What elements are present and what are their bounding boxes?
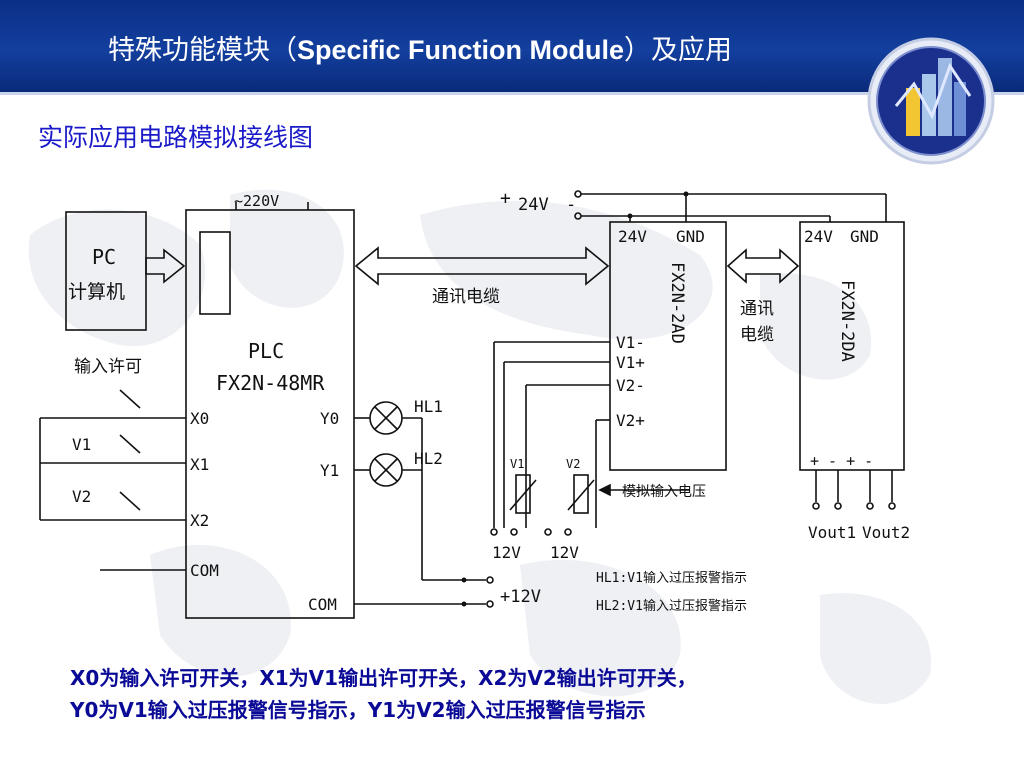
diagram-subtitle: 实际应用电路模拟接线图 <box>38 123 314 152</box>
supply-plus12v: +12V <box>500 587 541 607</box>
vout2-label: Vout2 <box>862 523 910 542</box>
supply-220v-label: ~220V <box>234 192 279 210</box>
cable2-label-line1: 通讯 <box>740 299 774 319</box>
switch-v1-label: V1 <box>72 435 91 454</box>
world-map-watermark <box>28 189 932 704</box>
input-com-label: COM <box>190 561 219 580</box>
ad-model-label: FX2N-2AD <box>667 262 687 344</box>
pc-label: PC <box>92 245 116 269</box>
description: X0为输入许可开关，X1为V1输出许可开关，X2为V2输出许可开关， Y0为V1… <box>70 662 970 726</box>
lamp-hl2-label: HL2 <box>414 449 443 468</box>
wiring-diagram: PC 计算机 ~220V PLC FX2N-48MR 输入许可 V1 V2 X0… <box>39 188 910 619</box>
cable2-label-line2: 电缆 <box>740 325 774 345</box>
input-enable-label: 输入许可 <box>74 357 142 377</box>
ad-v1-minus-label: V1- <box>616 333 645 352</box>
legend-hl2: HL2:V1输入过压报警指示 <box>596 598 747 614</box>
pot-v1-label: V1 <box>510 457 524 471</box>
output-y1-label: Y1 <box>320 461 339 480</box>
slide-title: 特殊功能模块（Specific Function Module）及应用 <box>108 28 732 67</box>
description-line2: Y0为V1输入过压报警信号指示，Y1为V2输入过压报警信号指示 <box>70 698 646 722</box>
ad-v2-minus-label: V2- <box>616 376 645 395</box>
supply-24v-minus: - <box>566 195 576 215</box>
title-english: Specific Function Module <box>297 35 625 65</box>
input-x0-label: X0 <box>190 409 209 428</box>
ad-24v-label: 24V <box>618 227 647 246</box>
plc-model-label: FX2N-48MR <box>216 371 325 395</box>
title-bar-divider <box>0 92 1024 95</box>
title-prefix: 特殊功能模块（ <box>108 35 297 66</box>
supply-12v-a: 12V <box>492 543 521 562</box>
supply-24v-plus: + <box>500 188 511 209</box>
lamp-hl1-label: HL1 <box>414 397 443 416</box>
pc-computer-label: 计算机 <box>68 281 125 303</box>
analog-input-label: 模拟输入电压 <box>622 484 706 500</box>
vout1-label: Vout1 <box>808 523 856 542</box>
cable1-label: 通讯电缆 <box>432 287 500 307</box>
description-line1: X0为输入许可开关，X1为V1输出许可开关，X2为V2输出许可开关， <box>70 666 697 690</box>
title-suffix: ）及应用 <box>624 35 733 66</box>
plc-label: PLC <box>248 339 284 363</box>
da-model-label: FX2N-2DA <box>837 280 857 362</box>
legend-hl1: HL1:V1输入过压报警指示 <box>596 570 747 586</box>
supply-24v-label: 24V <box>518 195 549 215</box>
ad-gnd-label: GND <box>676 227 705 246</box>
da-gnd-label: GND <box>850 227 879 246</box>
ad-v1-plus-label: V1+ <box>616 353 645 372</box>
input-x2-label: X2 <box>190 511 209 530</box>
supply-12v-b: 12V <box>550 543 579 562</box>
title-bar <box>0 0 1024 92</box>
input-x1-label: X1 <box>190 455 209 474</box>
da-24v-label: 24V <box>804 227 833 246</box>
pot-v2-label: V2 <box>566 457 580 471</box>
bar-chart-logo-icon <box>867 37 995 165</box>
switch-v2-label: V2 <box>72 487 91 506</box>
ad-v2-plus-label: V2+ <box>616 411 645 430</box>
output-y0-label: Y0 <box>320 409 339 428</box>
output-com-label: COM <box>308 595 337 614</box>
da-output-terminals: + - + - <box>810 452 873 470</box>
